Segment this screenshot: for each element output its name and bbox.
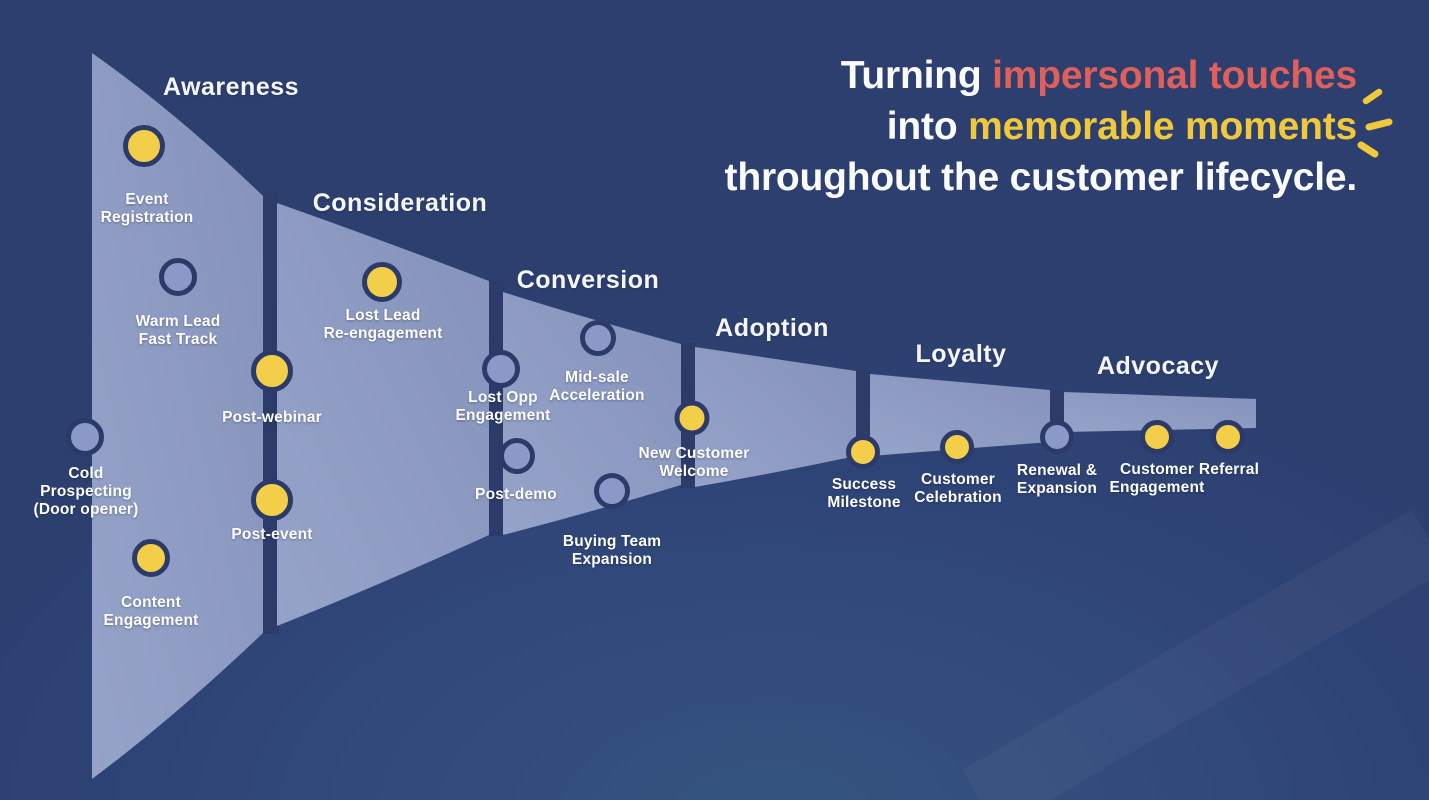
touchpoint-dot-warm-lead-fast-track: [159, 258, 197, 296]
touchpoint-label-new-customer: New Customer Welcome: [638, 445, 750, 480]
touchpoint-label-lost-lead: Lost Lead Re-engagement: [323, 307, 443, 342]
touchpoint-dot-buying-team-expansion: [594, 473, 630, 509]
stage-label-adoption: Adoption: [715, 314, 829, 342]
touchpoint-dot-success-milestone: [846, 435, 880, 469]
touchpoint-dot-referral: [1211, 420, 1245, 454]
headline-line-2: into memorable moments: [725, 101, 1357, 152]
headline-text: Turning: [840, 54, 993, 97]
stage-label-loyalty: Loyalty: [915, 340, 1007, 368]
touchpoint-label-customer-engagement: Customer Engagement: [1109, 461, 1205, 496]
touchpoint-label-post-demo: Post-demo: [475, 486, 557, 503]
stage-label-consideration: Consideration: [312, 189, 488, 217]
divider-adoption-loyalty: [855, 370, 871, 456]
headline-text-yellow: memorable moments: [968, 105, 1357, 148]
touchpoint-dot-mid-sale-acceleration: [580, 320, 616, 356]
touchpoint-dot-post-demo: [499, 438, 535, 474]
headline-line-1: Turning impersonal touches: [725, 50, 1357, 101]
headline: Turning impersonal touches into memorabl…: [724, 50, 1358, 203]
touchpoint-dot-post-webinar: [251, 350, 293, 392]
touchpoint-label-customer-celebration: Customer Celebration: [914, 471, 1002, 506]
touchpoint-dot-customer-celebration: [940, 430, 974, 464]
headline-text-coral: impersonal touches: [992, 54, 1357, 97]
segment-awareness: [92, 53, 263, 779]
headline-line-3: throughout the customer lifecycle.: [724, 152, 1358, 203]
headline-text: into: [886, 105, 969, 148]
divider-consideration-conversion: [487, 280, 504, 536]
touchpoint-dot-new-customer-welcome: [674, 400, 710, 436]
touchpoint-dot-post-event: [251, 479, 293, 521]
touchpoint-label-post-event: Post-event: [231, 526, 313, 543]
funnel-segments: [92, 53, 1256, 779]
touchpoint-dot-lost-opp-engagement: [482, 350, 520, 388]
touchpoint-dot-renewal-expansion: [1040, 420, 1074, 454]
touchpoint-dot-cold-prospecting: [66, 418, 104, 456]
stage-dividers: [263, 193, 1065, 634]
stage-label-awareness: Awareness: [162, 73, 300, 101]
stage-label-advocacy: Advocacy: [1096, 352, 1220, 380]
touchpoint-label-cold-prospecting: Cold Prospecting (Door opener): [33, 465, 139, 518]
touchpoint-dot-lost-lead-re-engagement: [362, 262, 402, 302]
headline-text: throughout the customer lifecycle.: [724, 156, 1358, 199]
touchpoint-label-content-engagement: Content Engagement: [103, 594, 199, 629]
touchpoint-label-mid-sale: Mid-sale Acceleration: [549, 369, 645, 404]
segment-adoption: [695, 347, 856, 487]
touchpoint-label-buying-team: Buying Team Expansion: [562, 533, 662, 568]
segment-consideration: [277, 203, 489, 626]
touchpoint-label-warm-lead-fast-track: Warm Lead Fast Track: [135, 313, 221, 348]
touchpoint-dot-customer-engagement: [1140, 420, 1174, 454]
touchpoint-label-renewal-expansion: Renewal & Expansion: [1016, 462, 1098, 497]
touchpoint-label-event-registration: Event Registration: [100, 191, 194, 226]
touchpoint-label-referral: Referral: [1198, 461, 1260, 478]
touchpoint-label-success-milestone: Success Milestone: [827, 476, 901, 511]
touchpoint-label-lost-opp: Lost Opp Engagement: [455, 389, 551, 424]
segment-conversion: [503, 292, 681, 535]
background-streak: [980, 540, 1429, 800]
stage-label-conversion: Conversion: [516, 266, 660, 294]
divider-awareness-consideration: [263, 193, 279, 634]
emphasis-sparkle-icon: [1357, 88, 1393, 158]
segment-loyalty: [870, 374, 1050, 456]
touchpoint-label-post-webinar: Post-webinar: [222, 409, 322, 426]
segment-advocacy: [1064, 392, 1256, 432]
touchpoint-dot-event-registration: [123, 125, 165, 167]
touchpoint-dot-content-engagement: [132, 539, 170, 577]
